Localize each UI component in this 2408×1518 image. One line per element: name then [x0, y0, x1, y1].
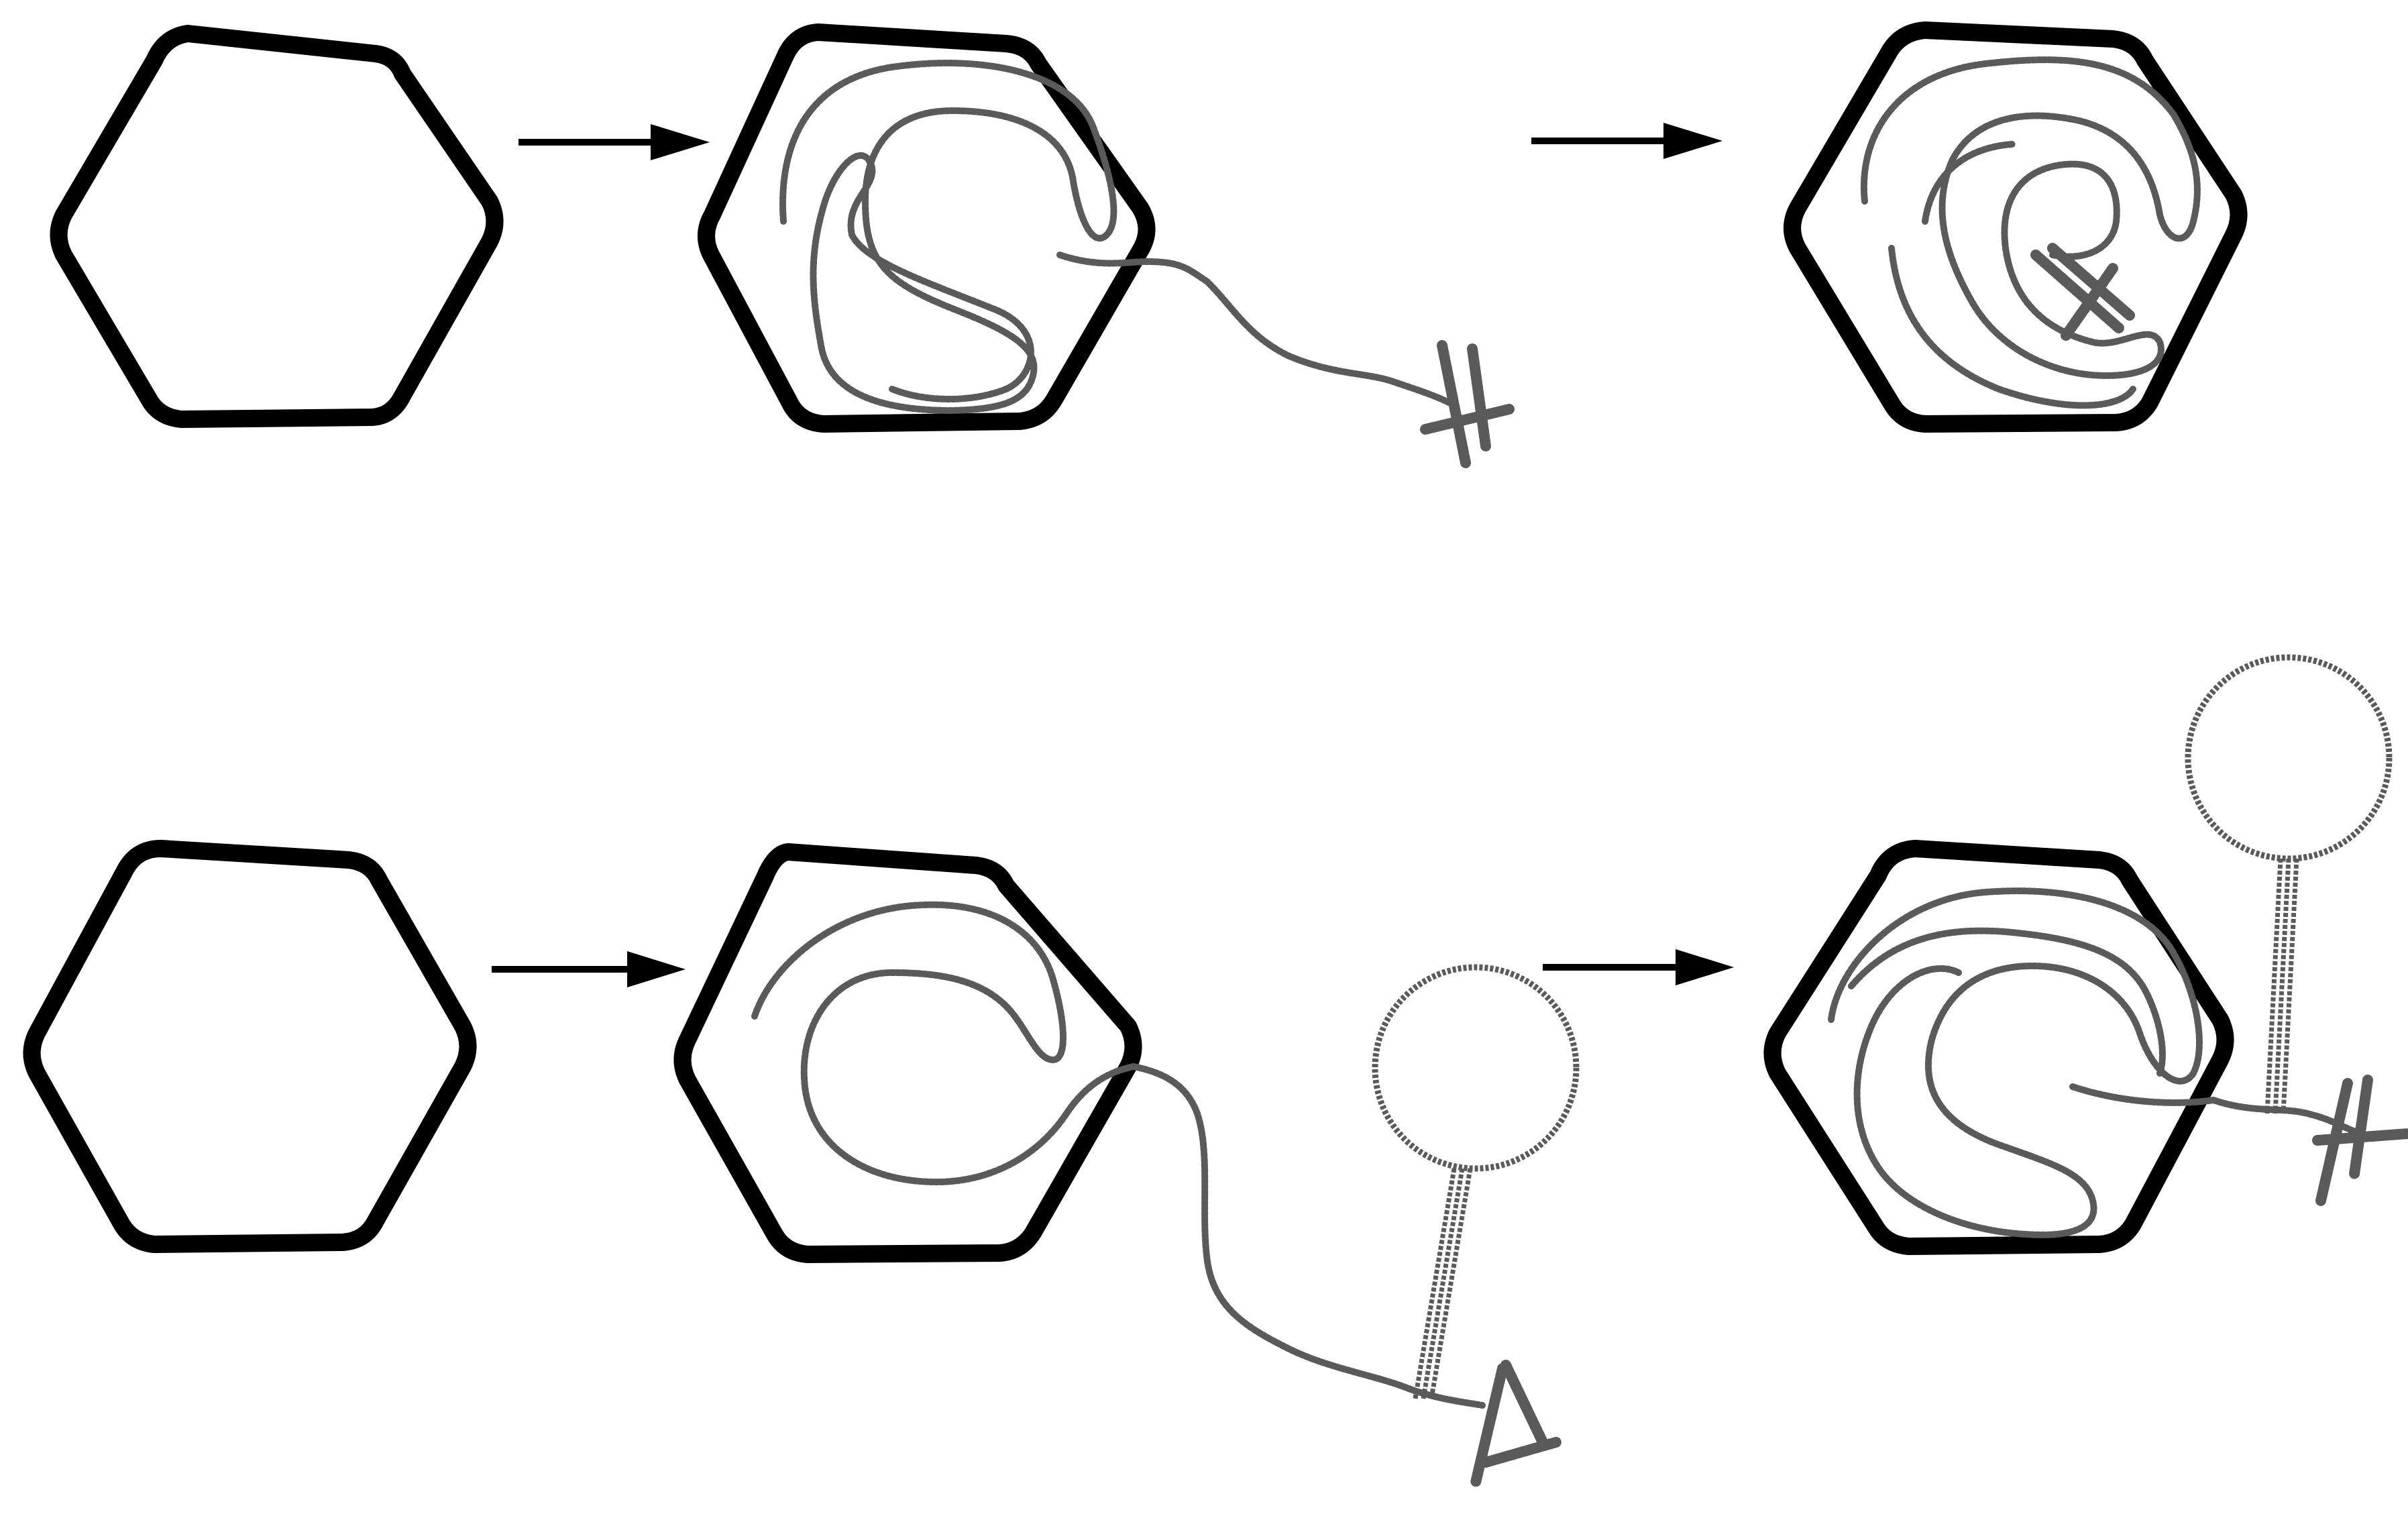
capsid-hexagon [23, 840, 477, 1253]
row-2-arrow-1 [492, 951, 686, 987]
row-2 [23, 654, 2408, 1488]
row-1 [50, 21, 2248, 468]
stem-loop [1372, 964, 1580, 1399]
capsid-hexagon [1784, 21, 2248, 433]
row-2-partial-capsid [673, 843, 1580, 1488]
capsid-hexagon [50, 25, 504, 428]
row-1-arrow-2 [1531, 123, 1722, 159]
capsid-hexagon [1763, 840, 2234, 1255]
dna-strand [1861, 56, 2201, 409]
stem-loop [2185, 654, 2393, 1114]
dna-strand [1828, 887, 2217, 1238]
dna-tail [1056, 252, 1452, 406]
x-junction [1420, 340, 1515, 468]
row-1-arrow-1 [518, 124, 710, 160]
row-1-full-capsid [1784, 21, 2248, 433]
capsid-hexagon [673, 843, 1142, 1263]
dna-tail [1130, 1063, 1486, 1409]
x-junction [2312, 1075, 2408, 1206]
x-junction [2030, 243, 2135, 341]
row-2-full-capsid [1763, 654, 2408, 1255]
dna-strand [779, 60, 1117, 414]
dna-strand [751, 901, 1137, 1186]
dna-tail [2210, 1097, 2364, 1137]
capsid-hexagon [697, 23, 1156, 433]
row-1-empty-capsid [50, 25, 504, 428]
x-junction [1470, 1360, 1562, 1488]
row-2-arrow-2 [1543, 949, 1734, 985]
row-2-empty-capsid [23, 840, 477, 1253]
row-1-partial-capsid [697, 23, 1515, 468]
